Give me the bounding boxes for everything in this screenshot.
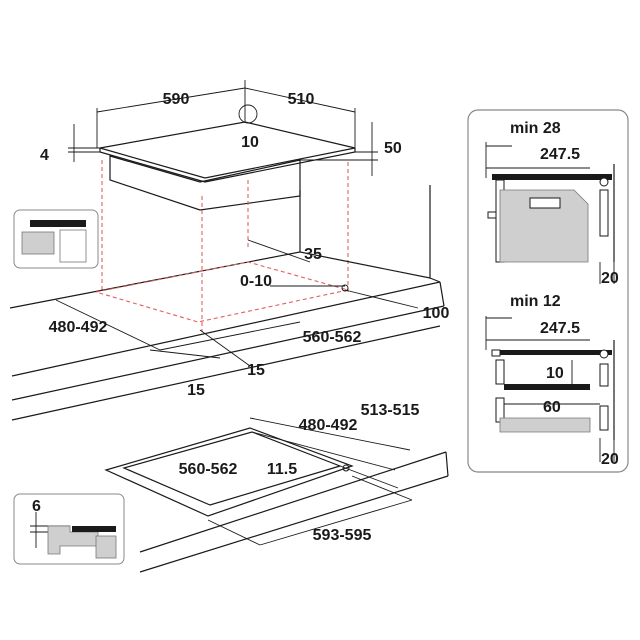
flush-inner-width: 560-562 <box>179 461 238 478</box>
center-mark-label: 10 <box>241 134 259 151</box>
cutout-tolerance: 0-10 <box>240 273 272 290</box>
hob-width-label: 590 <box>163 91 190 108</box>
cutout-depth-range: 480-492 <box>49 319 108 336</box>
side-view-oven-min: min 28 <box>510 120 561 137</box>
detail-flush-step: 6 <box>32 498 41 515</box>
detail-standard <box>13 209 99 269</box>
cutout-front-margin: 15 <box>247 362 265 379</box>
side-view-oven: min 28 247.5 20 <box>485 120 619 287</box>
flush-gap: 11.5 <box>267 461 297 478</box>
cutout-width-range: 560-562 <box>303 329 362 346</box>
hob-depth-label: 510 <box>288 91 315 108</box>
side-views-panel: min 28 247.5 20 min 12 247.5 <box>467 109 629 473</box>
cutout-left-margin: 15 <box>187 382 205 399</box>
dim-line-depth <box>244 87 356 113</box>
dim-line-width <box>96 87 246 113</box>
side-view-oven-depth: 247.5 <box>540 146 580 163</box>
cutout-side-margin: 100 <box>423 305 450 322</box>
hob-height-label: 50 <box>384 140 402 157</box>
worktop-top: 35 0-10 100 480-492 560-562 15 15 <box>9 185 450 401</box>
side-view-drawer: min 12 247.5 10 60 20 <box>485 293 619 468</box>
hob-overview: 590 510 10 4 50 <box>40 80 402 332</box>
flush-inner-depth: 480-492 <box>299 417 358 434</box>
flush-outer-depth: 513-515 <box>361 402 420 419</box>
side-view-oven-wall: 20 <box>601 270 619 287</box>
hob-edge <box>99 148 356 183</box>
flush-outer-width: 593-595 <box>313 527 372 544</box>
cutout-back-margin: 35 <box>304 246 322 263</box>
side-view-drawer-depth: 247.5 <box>540 320 580 337</box>
center-mark-circle <box>238 104 258 124</box>
side-view-drawer-depth60: 60 <box>543 399 561 416</box>
side-view-drawer-gap: 10 <box>546 365 564 382</box>
cutout-outline <box>95 261 349 323</box>
side-view-drawer-min: min 12 <box>510 293 561 310</box>
worktop-bottom: 513-515 480-492 560-562 11.5 593-595 <box>11 325 449 573</box>
hob-top-plate <box>99 121 356 179</box>
flush-outer-recess <box>104 427 354 517</box>
hob-thickness-label: 4 <box>40 147 49 164</box>
side-view-drawer-wall: 20 <box>601 451 619 468</box>
detail-flush: 6 <box>13 493 125 565</box>
